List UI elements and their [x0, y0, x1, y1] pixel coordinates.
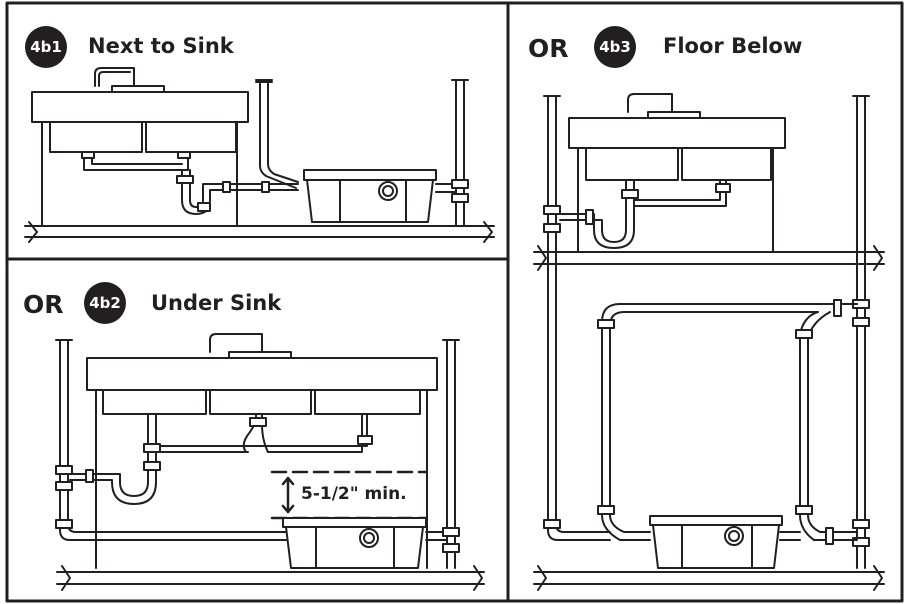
clearance-label: 5-1/2" min. — [301, 484, 407, 504]
grease-interceptor-4b3 — [649, 515, 783, 569]
drain-piping-4b2 — [55, 339, 460, 569]
floor-4b1 — [24, 221, 495, 243]
panel-title-under-sink: Under Sink — [151, 291, 282, 315]
badge-4b1: 4b1 — [25, 26, 67, 68]
badge-4b3: 4b3 — [594, 26, 636, 68]
sink-4b1 — [31, 67, 249, 227]
left-stack-4b3 — [543, 95, 611, 541]
sink-4b3 — [568, 93, 786, 253]
panel-4b3-drawing — [533, 93, 885, 591]
lower-piping-loop-4b3 — [597, 299, 858, 545]
grease-interceptor-4b2 — [282, 517, 427, 569]
drain-piping-4b1 — [81, 79, 469, 227]
sink-4b2 — [86, 333, 438, 569]
upper-floor-4b3 — [533, 245, 885, 271]
outer-frame — [5, 1, 904, 603]
or-label-4b2: OR — [23, 290, 64, 319]
badge-4b2: 4b2 — [84, 282, 126, 324]
floor-4b2 — [56, 565, 485, 591]
grease-interceptor-4b1 — [303, 169, 437, 223]
drain-piping-4b3-upper — [559, 179, 731, 249]
panel-title-floor-below: Floor Below — [663, 34, 803, 58]
or-label-4b3: OR — [528, 34, 569, 63]
panel-4b1-drawing — [24, 67, 495, 243]
right-stack-4b3 — [852, 95, 870, 569]
panel-4b2-drawing — [55, 333, 485, 591]
panel-frames — [5, 1, 904, 603]
lower-floor-4b3 — [533, 565, 885, 591]
panel-title-next-to-sink: Next to Sink — [88, 34, 234, 58]
